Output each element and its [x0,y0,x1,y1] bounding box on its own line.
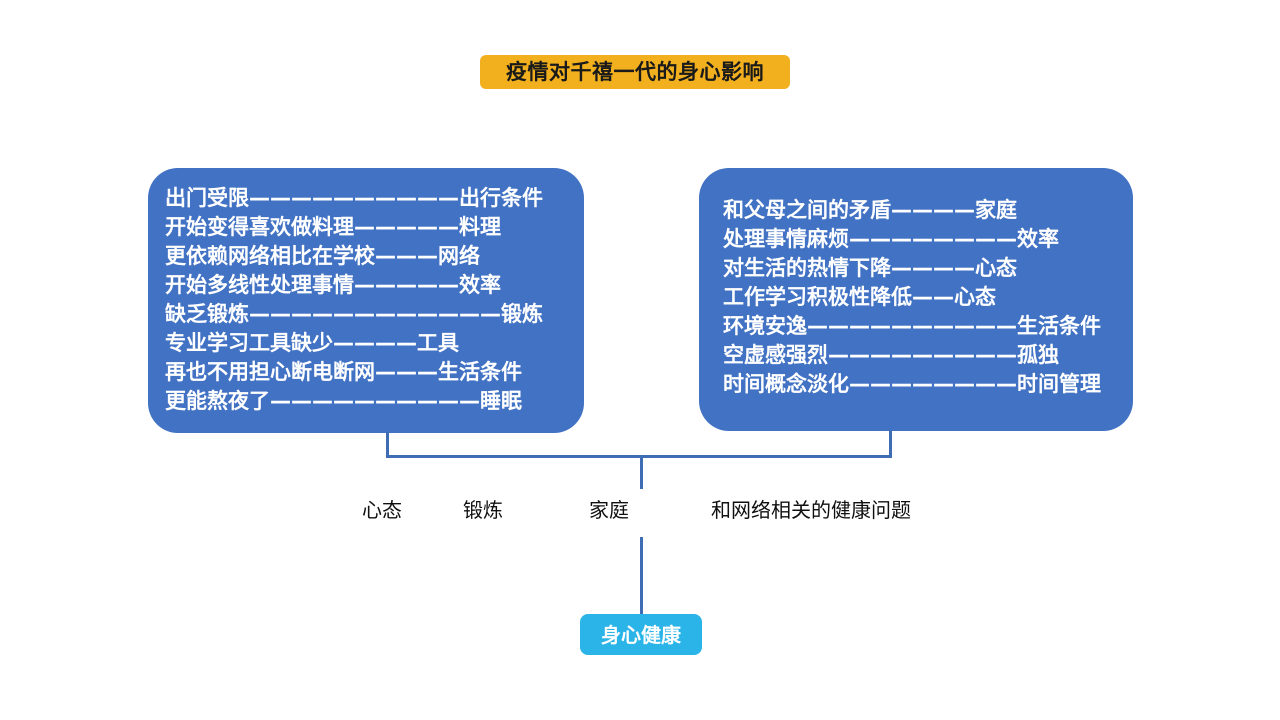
connector-mid-vertical-upper [640,455,643,489]
left-factor-box[interactable]: 出门受限——————————出行条件 开始变得喜欢做料理—————料理 更依赖网… [148,168,584,433]
connector-horizontal-bar [386,455,892,458]
right-factor-line-1: 和父母之间的矛盾————家庭 [723,198,1017,222]
middle-label-family: 家庭 [589,498,629,522]
left-factor-line-1: 出门受限——————————出行条件 [165,186,543,210]
right-factor-line-7: 时间概念淡化————————时间管理 [723,372,1101,396]
diagram-title-banner: 疫情对千禧一代的身心影响 [480,55,790,89]
middle-label-exercise: 锻炼 [463,498,503,522]
left-factor-line-3: 更依赖网络相比在学校———网络 [165,244,480,268]
left-factor-line-5: 缺乏锻炼————————————锻炼 [165,302,543,326]
bottom-outcome-text: 身心健康 [601,622,681,647]
left-factor-line-4: 开始多线性处理事情—————效率 [165,273,501,297]
middle-label-mindset: 心态 [362,498,402,522]
connector-mid-vertical-lower [640,537,643,615]
connector-right-vertical [889,431,892,458]
right-factor-line-3: 对生活的热情下降————心态 [723,256,1017,280]
left-factor-line-6: 专业学习工具缺少————工具 [165,331,459,355]
left-factor-line-2: 开始变得喜欢做料理—————料理 [165,215,501,239]
diagram-title-text: 疫情对千禧一代的身心影响 [506,59,764,84]
right-factor-box[interactable]: 和父母之间的矛盾————家庭 处理事情麻烦————————效率 对生活的热情下降… [699,168,1133,431]
right-factor-line-5: 环境安逸——————————生活条件 [723,314,1101,338]
right-factor-line-6: 空虚感强烈—————————孤独 [723,343,1059,367]
left-factor-list: 出门受限——————————出行条件 开始变得喜欢做料理—————料理 更依赖网… [165,184,543,416]
middle-label-network-health: 和网络相关的健康问题 [711,498,911,522]
left-factor-line-7: 再也不用担心断电断网———生活条件 [165,360,522,384]
right-factor-line-2: 处理事情麻烦————————效率 [723,227,1059,251]
bottom-outcome-box[interactable]: 身心健康 [580,614,702,655]
right-factor-list: 和父母之间的矛盾————家庭 处理事情麻烦————————效率 对生活的热情下降… [723,196,1101,399]
left-factor-line-8: 更能熬夜了——————————睡眠 [165,389,522,413]
right-factor-line-4: 工作学习积极性降低——心态 [723,285,996,309]
connector-left-vertical [386,432,389,458]
